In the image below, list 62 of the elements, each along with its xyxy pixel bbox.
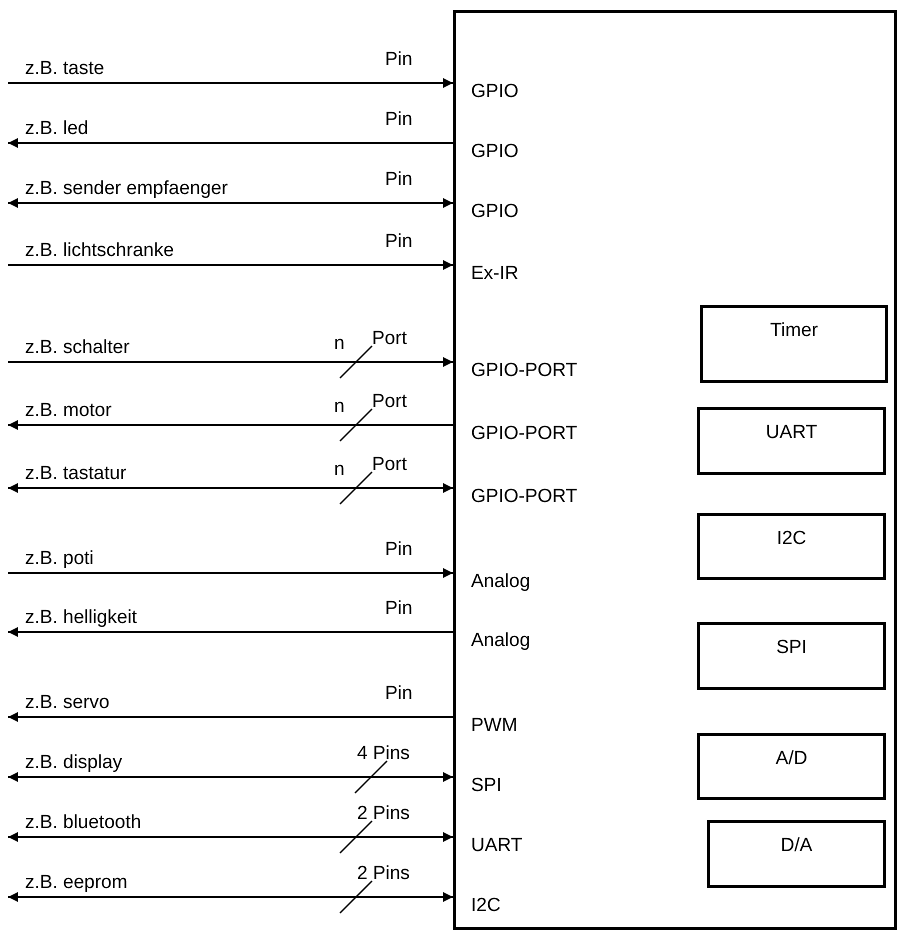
port-label: Analog [456, 565, 671, 599]
edge-label: Pin [385, 108, 412, 132]
peripheral-box: D/A [707, 820, 886, 888]
arrow [8, 772, 453, 782]
arrow [8, 892, 453, 902]
edge-label: Port [372, 390, 407, 414]
port-label: GPIO [456, 75, 671, 109]
port-label: UART [456, 829, 671, 863]
arrow [8, 483, 453, 493]
signal-label: z.B. bluetooth [8, 810, 142, 836]
peripheral-box: SPI [697, 622, 886, 690]
signal-label: z.B. sender empfaenger [8, 176, 228, 202]
peripheral-box: I2C [697, 513, 886, 580]
edge-label: Port [372, 327, 407, 351]
signal-label: z.B. servo [8, 690, 110, 716]
arrow [8, 712, 453, 722]
edge-label: Port [372, 453, 407, 477]
port-label: SPI [456, 769, 671, 803]
signal-label: z.B. tastatur [8, 461, 126, 487]
signal-label: z.B. motor [8, 398, 112, 424]
peripheral-box: Timer [700, 305, 888, 383]
peripheral-box: A/D [697, 733, 886, 800]
port-label: GPIO [456, 135, 671, 169]
arrow [8, 568, 453, 578]
signal-label: z.B. schalter [8, 335, 130, 361]
signal-label: z.B. poti [8, 546, 94, 572]
signal-label: z.B. eeprom [8, 870, 128, 896]
signal-label: z.B. lichtschranke [8, 238, 174, 264]
edge-label: 2 Pins [357, 802, 410, 826]
bus-width-label: n [334, 395, 345, 419]
edge-label: Pin [385, 230, 412, 254]
microcontroller-box [453, 10, 897, 930]
edge-label: Pin [385, 682, 412, 706]
arrow [8, 260, 453, 270]
signal-label: z.B. taste [8, 56, 104, 82]
port-label: GPIO-PORT [456, 417, 671, 451]
port-label: GPIO-PORT [456, 480, 671, 514]
signal-label: z.B. helligkeit [8, 605, 137, 631]
port-label: PWM [456, 709, 671, 743]
edge-label: Pin [385, 538, 412, 562]
edge-label: Pin [385, 168, 412, 192]
edge-label: 4 Pins [357, 742, 410, 766]
arrow [8, 627, 453, 637]
bus-width-label: n [334, 458, 345, 482]
edge-label: Pin [385, 48, 412, 72]
port-label: GPIO [456, 195, 671, 229]
arrow [8, 78, 453, 88]
port-label: I2C [456, 889, 671, 923]
arrow [8, 420, 453, 430]
signal-label: z.B. led [8, 116, 88, 142]
port-label: GPIO-PORT [456, 354, 671, 388]
arrow [8, 198, 453, 208]
port-label: Analog [456, 624, 671, 658]
port-label: Ex-IR [456, 257, 671, 291]
arrow [8, 832, 453, 842]
signal-label: z.B. display [8, 750, 122, 776]
edge-label: 2 Pins [357, 862, 410, 886]
edge-label: Pin [385, 597, 412, 621]
arrow [8, 357, 453, 367]
bus-width-label: n [334, 332, 345, 356]
arrow [8, 138, 453, 148]
peripheral-box: UART [697, 407, 886, 475]
